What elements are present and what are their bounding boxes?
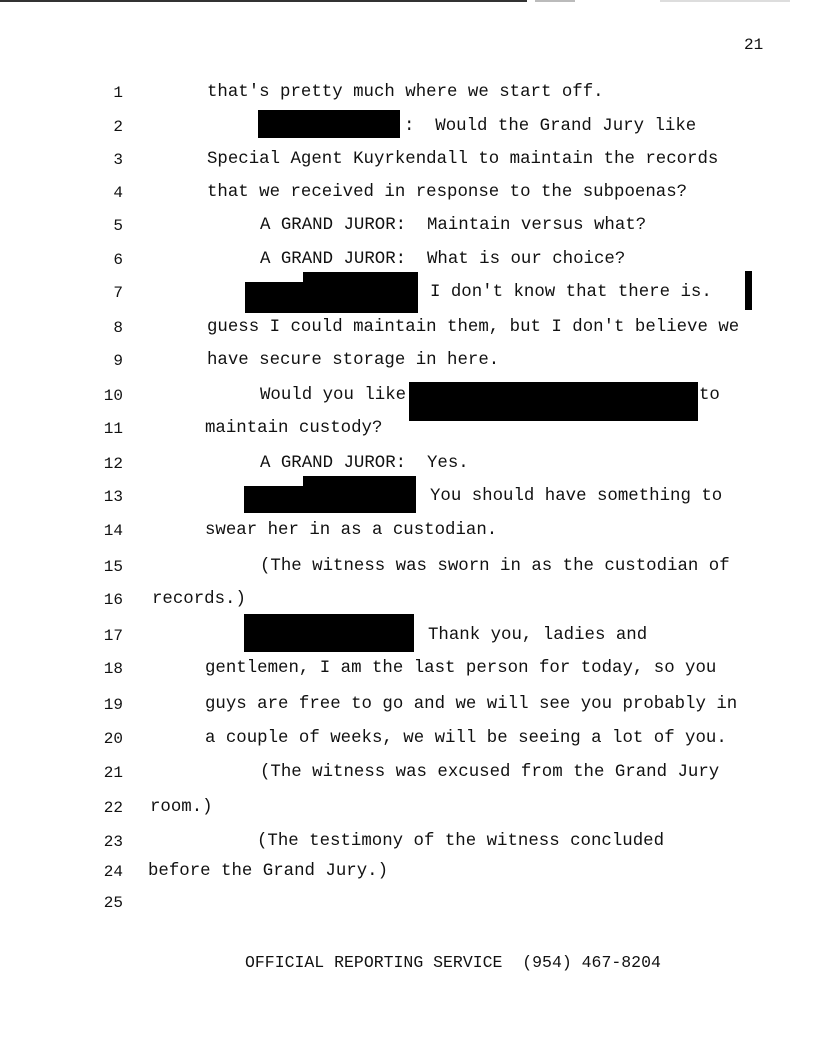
transcript-line-text: I don't know that there is. [430, 283, 712, 302]
redaction-box [245, 282, 418, 313]
line-number: 20 [103, 730, 123, 748]
transcript-line-text: A GRAND JUROR: What is our choice? [260, 250, 626, 269]
line-number: 11 [103, 420, 123, 438]
page-number: 21 [744, 36, 764, 54]
transcript-line-text: room.) [150, 798, 213, 817]
transcript-line-text: A GRAND JUROR: Maintain versus what? [260, 216, 647, 235]
line-number: 12 [103, 455, 123, 473]
transcript-line-text: (The testimony of the witness concluded [257, 832, 665, 851]
line-number: 14 [103, 522, 123, 540]
footer-reporting-service: OFFICIAL REPORTING SERVICE (954) 467-820… [245, 953, 661, 972]
redaction-box [745, 271, 752, 310]
line-number: 9 [113, 352, 123, 370]
transcript-line-text: Thank you, ladies and [428, 626, 648, 645]
line-number: 19 [103, 696, 123, 714]
transcript-line-text: gentlemen, I am the last person for toda… [205, 659, 717, 678]
transcript-line-text: : Would the Grand Jury like [404, 117, 697, 136]
redaction-box [244, 486, 416, 513]
line-number: 10 [103, 387, 123, 405]
redaction-box [409, 382, 698, 421]
line-number: 17 [103, 627, 123, 645]
transcript-line-text: Special Agent Kuyrkendall to maintain th… [207, 150, 719, 169]
transcript-line-text: that's pretty much where we start off. [207, 83, 604, 102]
line-number: 3 [113, 151, 123, 169]
line-number: 18 [103, 660, 123, 678]
line-number: 23 [103, 833, 123, 851]
redaction-box [303, 272, 418, 282]
redaction-box [303, 476, 416, 486]
transcript-line-text: You should have something to [430, 487, 723, 506]
line-number: 5 [113, 217, 123, 235]
line-number: 16 [103, 591, 123, 609]
transcript-line-text: have secure storage in here. [207, 351, 500, 370]
transcript-line-text: to [699, 386, 720, 405]
transcript-line-text: guys are free to go and we will see you … [205, 695, 738, 714]
line-number: 7 [113, 284, 123, 302]
top-scan-mark [660, 0, 790, 2]
transcript-line-text: Would you like [260, 386, 407, 405]
transcript-line-text: before the Grand Jury.) [148, 862, 389, 881]
transcript-line-text: guess I could maintain them, but I don't… [207, 318, 740, 337]
line-number: 2 [113, 118, 123, 136]
transcript-line-text: A GRAND JUROR: Yes. [260, 454, 469, 473]
line-number: 24 [103, 863, 123, 881]
redaction-box [258, 110, 400, 138]
line-number: 1 [113, 84, 123, 102]
top-scan-mark [535, 0, 575, 2]
line-number: 6 [113, 251, 123, 269]
line-number: 21 [103, 764, 123, 782]
line-number: 15 [103, 558, 123, 576]
transcript-line-text: swear her in as a custodian. [205, 521, 498, 540]
transcript-line-text: (The witness was excused from the Grand … [260, 763, 720, 782]
transcript-line-text: a couple of weeks, we will be seeing a l… [205, 729, 727, 748]
line-number: 8 [113, 319, 123, 337]
transcript-line-text: records.) [152, 590, 246, 609]
line-number: 22 [103, 799, 123, 817]
line-number: 4 [113, 184, 123, 202]
redaction-box [244, 614, 414, 652]
transcript-line-text: (The witness was sworn in as the custodi… [260, 557, 730, 576]
line-number: 25 [103, 894, 123, 912]
line-number: 13 [103, 488, 123, 506]
transcript-line-text: that we received in response to the subp… [207, 183, 688, 202]
transcript-line-text: maintain custody? [205, 419, 383, 438]
top-scan-rule [0, 0, 527, 2]
